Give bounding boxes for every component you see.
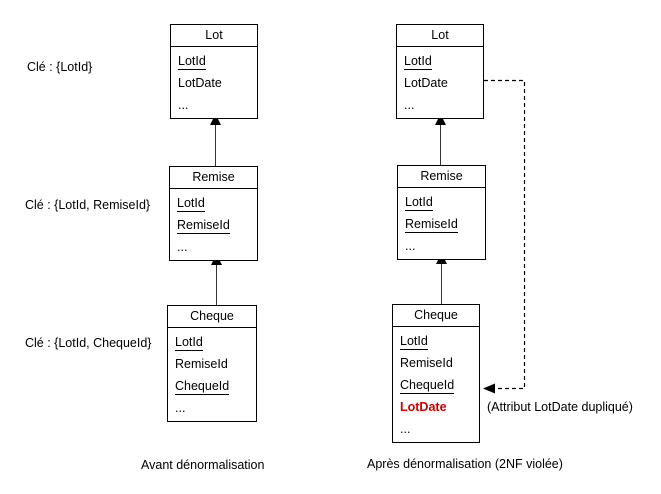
class-box-lot-after: Lot LotId LotDate ...	[396, 24, 484, 119]
attribute-row: ...	[178, 98, 189, 112]
key-label-lot: Clé : {LotId}	[27, 60, 93, 74]
class-title: Lot	[397, 25, 483, 47]
class-title: Remise	[398, 166, 485, 188]
class-title: Cheque	[168, 306, 256, 328]
attribute-row: ...	[404, 98, 415, 112]
attribute-row: LotId	[177, 196, 205, 212]
arrow-remise-to-lot-after	[435, 114, 446, 165]
class-box-remise-before: Remise LotId RemiseId ...	[169, 166, 258, 261]
caption-after: Après dénormalisation (2NF violée)	[367, 457, 563, 471]
class-title: Cheque	[393, 305, 479, 327]
arrow-left-icon	[483, 383, 495, 394]
key-label-cheque: Clé : {LotId, ChequeId}	[25, 336, 152, 350]
attribute-row: ChequeId	[400, 378, 455, 394]
attribute-row: ...	[175, 401, 186, 415]
arrow-cheque-to-remise-after	[436, 253, 447, 304]
class-title: Lot	[171, 25, 257, 47]
attribute-row: RemiseId	[175, 357, 228, 371]
attribute-row: ...	[405, 239, 416, 253]
attribute-row: ...	[400, 422, 411, 436]
class-box-cheque-before: Cheque LotId RemiseId ChequeId ...	[167, 305, 257, 422]
attribute-row: LotDate	[178, 76, 222, 90]
class-box-remise-after: Remise LotId RemiseId ...	[397, 165, 486, 260]
attribute-row: LotId	[175, 335, 203, 351]
attribute-row: LotId	[405, 195, 433, 211]
attribute-row: LotDate	[404, 76, 448, 90]
attribute-row: ChequeId	[175, 379, 230, 395]
key-label-remise: Clé : {LotId, RemiseId}	[25, 198, 151, 212]
class-title: Remise	[170, 167, 257, 189]
class-box-cheque-after: Cheque LotId RemiseId ChequeId LotDate .…	[392, 304, 480, 443]
arrow-cheque-to-remise-before	[211, 254, 222, 305]
arrow-remise-to-lot-before	[210, 114, 221, 166]
attribute-row: ...	[177, 240, 188, 254]
duplication-annotation: (Attribut LotDate dupliqué)	[487, 400, 633, 414]
attribute-row: LotId	[178, 54, 206, 70]
caption-before: Avant dénormalisation	[141, 458, 265, 472]
attribute-row: RemiseId	[405, 217, 458, 233]
attribute-row: LotId	[400, 334, 428, 350]
attribute-row: RemiseId	[177, 218, 230, 234]
attribute-row: LotId	[404, 54, 432, 70]
attribute-row-duplicated: LotDate	[400, 400, 447, 414]
class-box-lot-before: Lot LotId LotDate ...	[170, 24, 258, 119]
attribute-row: RemiseId	[400, 356, 453, 370]
